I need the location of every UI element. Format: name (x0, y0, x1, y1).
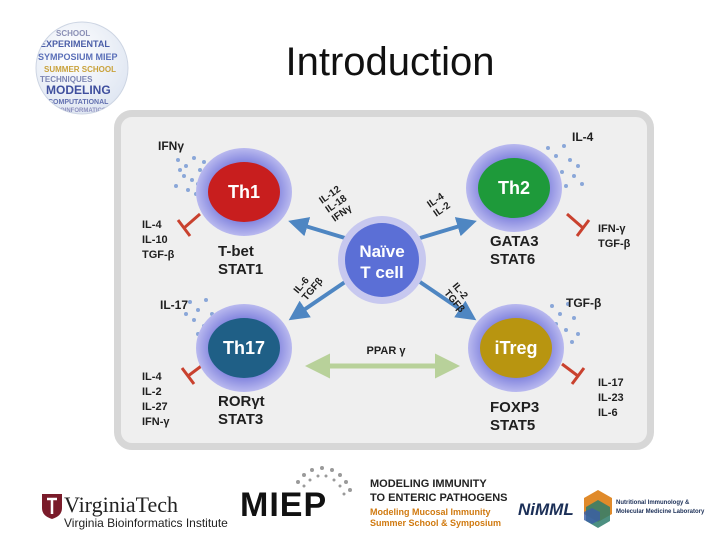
th17-inhibitor: IFN-γ (142, 416, 170, 428)
th1-inhibitor: IL-10 (142, 234, 168, 246)
ppar-label: PPAR γ (367, 345, 407, 357)
miep-line-1: MODELING IMMUNITY (370, 478, 487, 490)
itreg-name: iTreg (494, 338, 537, 358)
ball-word: SUMMER SCHOOL (44, 65, 116, 74)
nimml-hexagon-icon (584, 490, 612, 528)
th2-cell: Th2 (466, 144, 562, 232)
th17-name: Th17 (223, 338, 265, 358)
itreg-cell: iTreg (468, 304, 564, 392)
arrow-to-itreg (418, 280, 477, 321)
naive-label-line1: Naïve (359, 242, 404, 261)
th2-cytokine: IL-4 (572, 130, 594, 144)
miep-wordmark: MIEP (240, 486, 328, 524)
itreg-inhibitor: IL-23 (598, 392, 624, 404)
th17-inhibitor: IL-2 (142, 386, 162, 398)
ball-word: MODELING (46, 83, 111, 97)
th1-inhibitor: TGF-β (142, 249, 175, 261)
vbi-subtitle: Virginia Bioinformatics Institute (64, 516, 228, 530)
th1-cytokine: IFNγ (158, 139, 184, 153)
inhibition-th17 (180, 362, 205, 385)
miep-line-4: Summer School & Symposium (370, 518, 502, 528)
th17-factor: RORγt (218, 393, 265, 410)
th1-factor: T-bet (218, 243, 254, 260)
slide-title: Introduction (285, 40, 495, 84)
miep-dots-icon (296, 466, 352, 496)
inhibition-th1 (176, 212, 201, 237)
nimml-wordmark: NiMML (518, 500, 574, 519)
naive-t-cell: Naïve T cell (338, 216, 426, 304)
inhibition-itreg (561, 362, 586, 385)
th17-inhibitor: IL-27 (142, 401, 168, 413)
arrow-to-th2 (419, 217, 477, 240)
itreg-factor: STAT5 (490, 417, 535, 434)
arrow-to-th17 (288, 280, 347, 321)
nimml-subtitle-1: Nutritional Immunology & (616, 500, 690, 506)
itreg-factor: FOXP3 (490, 399, 539, 416)
th1-cell: Th1 (196, 148, 292, 236)
th2-factor: GATA3 (490, 233, 539, 250)
itreg-inhibitor: IL-17 (598, 377, 624, 389)
inhibition-th2 (566, 212, 591, 237)
th2-name: Th2 (498, 178, 530, 198)
ball-word: COMPUTATIONAL (48, 99, 109, 106)
ball-word: SCHOOL (56, 29, 90, 38)
th2-inhibitor: TGF-β (598, 238, 631, 250)
virginia-tech-emblem-icon (42, 494, 62, 519)
th17-factor: STAT3 (218, 411, 263, 428)
itreg-inhibitor: IL-6 (598, 407, 618, 419)
nimml-subtitle-2: Molecular Medicine Laboratory (616, 509, 705, 515)
th17-nucleus (208, 318, 280, 378)
arrow-to-th1 (288, 217, 346, 240)
th1-nucleus (208, 162, 280, 222)
th1-name: Th1 (228, 182, 260, 202)
ball-word: BIOINFORMATICS (54, 108, 106, 114)
ball-word: SYMPOSIUM MIEP (38, 52, 118, 62)
th1-factor: STAT1 (218, 261, 263, 278)
th1-inhibitor: IL-4 (142, 219, 162, 231)
virginia-tech-wordmark: VirginiaTech (64, 492, 179, 517)
ball-word: TECHNIQUES (40, 75, 93, 84)
miep-line-3: Modeling Mucosal Immunity (370, 507, 491, 517)
th2-nucleus (478, 158, 550, 218)
naive-label-line2: T cell (360, 263, 403, 282)
th17-cytokine: IL-17 (160, 298, 188, 312)
itreg-nucleus (480, 318, 552, 378)
th2-inhibitor: IFN-γ (598, 223, 626, 235)
miep-line-2: TO ENTERIC PATHOGENS (370, 492, 508, 504)
ball-word: EXPERIMENTAL (40, 39, 110, 49)
naive-cell-body (345, 223, 419, 297)
th17-inhibitor: IL-4 (142, 371, 162, 383)
itreg-cytokine: TGF-β (566, 296, 601, 310)
th2-factor: STAT6 (490, 251, 535, 268)
th17-cell: Th17 (196, 304, 292, 392)
word-ball-logo: SCHOOL EXPERIMENTAL SYMPOSIUM MIEP SUMME… (35, 21, 129, 115)
